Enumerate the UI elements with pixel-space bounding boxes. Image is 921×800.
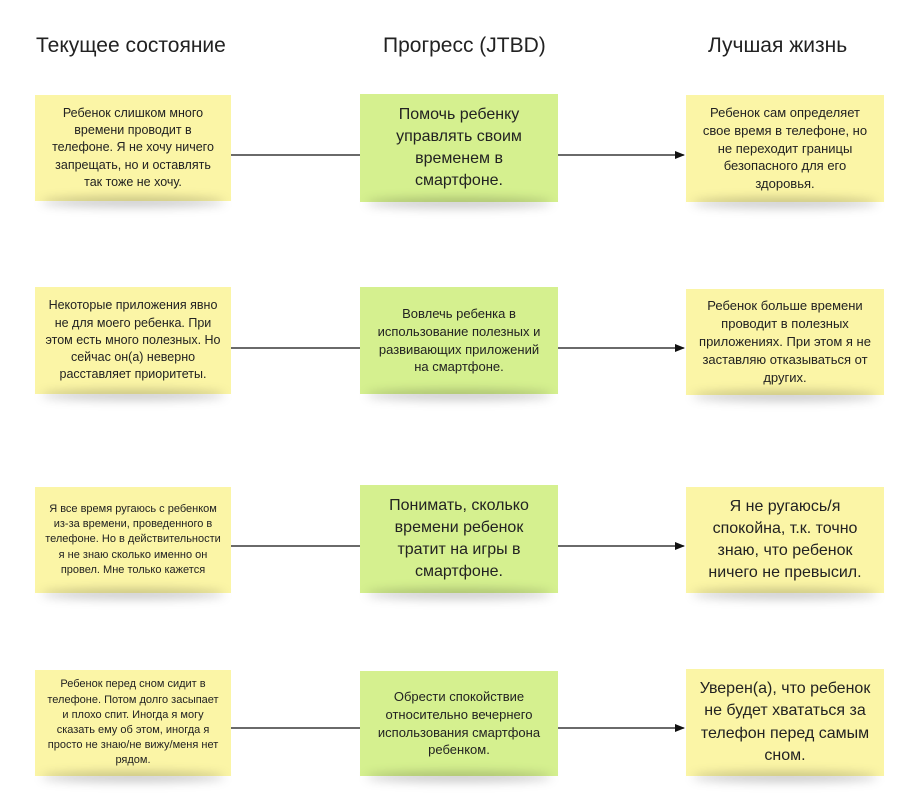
header-progress: Прогресс (JTBD) xyxy=(383,34,546,57)
note-current-2-text: Некоторые приложения явно не для моего р… xyxy=(45,298,221,382)
note-current-1-text: Ребенок слишком много времени проводит в… xyxy=(52,105,214,189)
note-progress-3-text: Понимать, сколько времени ребенок тратит… xyxy=(389,496,529,581)
note-current-1: Ребенок слишком много времени проводит в… xyxy=(35,95,231,201)
note-better-4: Уверен(а), что ребенок не будет хвататьс… xyxy=(686,669,884,776)
note-current-3: Я все время ругаюсь с ребенком из-за вре… xyxy=(35,487,231,593)
note-progress-3: Понимать, сколько времени ребенок тратит… xyxy=(360,485,558,593)
header-better-life: Лучшая жизнь xyxy=(708,34,848,57)
header-current-state: Текущее состояние xyxy=(36,34,226,57)
note-better-2-text: Ребенок больше времени проводит в полезн… xyxy=(699,298,871,385)
note-current-4-text: Ребенок перед сном сидит в телефоне. Пот… xyxy=(47,678,219,767)
note-better-3: Я не ругаюсь/я спокойна, т.к. точно знаю… xyxy=(686,487,884,593)
note-current-2: Некоторые приложения явно не для моего р… xyxy=(35,287,231,394)
note-progress-4: Обрести спокойствие относительно вечерне… xyxy=(360,671,558,776)
note-current-3-text: Я все время ругаюсь с ребенком из-за вре… xyxy=(45,503,221,576)
note-progress-4-text: Обрести спокойствие относительно вечерне… xyxy=(377,688,541,758)
note-progress-1-text: Помочь ребенку управлять своим временем … xyxy=(396,105,522,190)
note-current-4: Ребенок перед сном сидит в телефоне. Пот… xyxy=(35,670,231,776)
note-better-2: Ребенок больше времени проводит в полезн… xyxy=(686,289,884,395)
note-progress-2-text: Вовлечь ребенка в использование полезных… xyxy=(377,305,541,375)
note-better-1-text: Ребенок сам определяет свое время в теле… xyxy=(702,104,868,192)
note-better-1: Ребенок сам определяет свое время в теле… xyxy=(686,95,884,202)
note-progress-2: Вовлечь ребенка в использование полезных… xyxy=(360,287,558,394)
note-better-4-text: Уверен(а), что ребенок не будет хвататьс… xyxy=(699,680,871,764)
note-progress-1: Помочь ребенку управлять своим временем … xyxy=(360,94,558,202)
note-better-3-text: Я не ругаюсь/я спокойна, т.к. точно знаю… xyxy=(708,497,862,582)
